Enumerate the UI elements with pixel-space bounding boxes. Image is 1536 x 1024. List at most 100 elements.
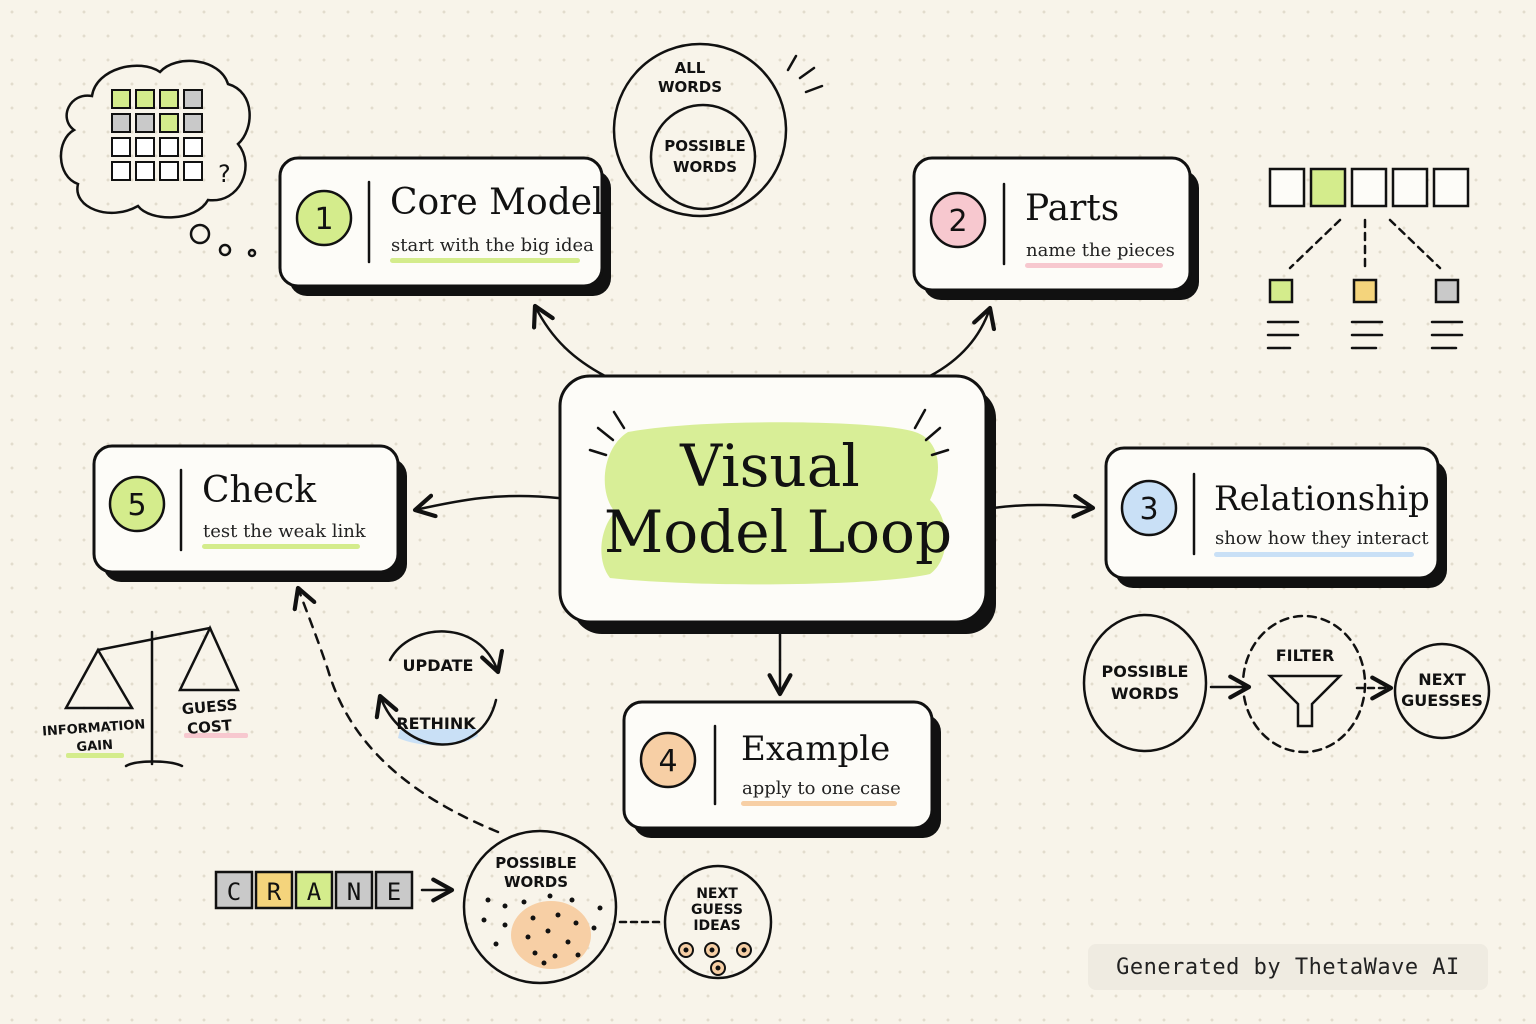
next-label-1: NEXT xyxy=(696,886,738,902)
grid-cell xyxy=(111,161,131,181)
step-number: 3 xyxy=(1139,492,1158,527)
grid-cell xyxy=(135,137,155,157)
next-label-3: IDEAS xyxy=(693,918,740,934)
grid-cell xyxy=(135,89,155,109)
venn-outer-label-1: ALL xyxy=(675,59,706,77)
thought-bubble: ? xyxy=(59,59,257,258)
cycle-top-label: UPDATE xyxy=(403,656,474,675)
pool-label-2: WORDS xyxy=(504,873,568,891)
parts-tree xyxy=(1266,167,1470,350)
step-number: 4 xyxy=(658,744,677,779)
cycle-highlight xyxy=(398,728,478,746)
step-subtitle: name the pieces xyxy=(1026,240,1175,261)
word-grid xyxy=(111,89,203,181)
step-title: Check xyxy=(202,470,317,511)
scale-left-label-2: GAIN xyxy=(76,738,113,756)
scale-right-label-1: GUESS xyxy=(181,696,238,719)
letter-tile xyxy=(254,870,294,910)
parts-square-row xyxy=(1268,167,1470,208)
balance-scale: INFORMATION GAIN GUESS COST xyxy=(42,625,248,768)
update-rethink-cycle: UPDATE RETHINK xyxy=(374,630,505,746)
part-square xyxy=(1350,167,1388,208)
step-subtitle: start with the big idea xyxy=(391,235,594,256)
arrow-to-core-model xyxy=(531,303,607,378)
grid-cell xyxy=(159,161,179,181)
step-badge xyxy=(108,475,166,533)
filter-label: FILTER xyxy=(1276,646,1335,665)
grid-cell xyxy=(111,113,131,133)
letter-tile xyxy=(374,870,414,910)
highlight-brush xyxy=(601,422,946,585)
tile-letter: C xyxy=(227,878,241,906)
grid-cell xyxy=(183,113,203,133)
question-mark: ? xyxy=(218,160,231,188)
step-number: 5 xyxy=(127,488,146,523)
gain-highlight xyxy=(66,753,124,758)
step-title: Core Model xyxy=(390,182,604,223)
next-label-2: GUESS xyxy=(691,902,743,918)
step-number: 2 xyxy=(948,204,967,239)
scale-left-label-1: INFORMATION xyxy=(42,717,146,739)
next-guesses-circle xyxy=(1393,642,1491,740)
venn-inner-label-2: WORDS xyxy=(673,158,737,176)
step-card-check: 5 Check test the weak link xyxy=(92,444,407,582)
subtitle-underline xyxy=(741,801,897,806)
subtitle-underline xyxy=(1025,263,1163,268)
step-subtitle: show how they interact xyxy=(1215,528,1429,549)
center-card: Visual Model Loop xyxy=(558,374,996,634)
grid-cell xyxy=(135,161,155,181)
grid-cell xyxy=(159,113,179,133)
flow-input-label-1: POSSIBLE xyxy=(1102,662,1189,681)
step-card-core-model: 1 Core Model start with the big idea xyxy=(278,156,611,296)
part-box-green xyxy=(1268,278,1294,304)
venn-inner-label-1: POSSIBLE xyxy=(664,137,746,155)
venn-outer-label-2: WORDS xyxy=(658,78,722,96)
flow-input-label-2: WORDS xyxy=(1111,684,1179,703)
arrow-to-parts xyxy=(928,305,997,378)
letter-tile xyxy=(334,870,374,910)
venn-diagram: ALL WORDS POSSIBLE WORDS xyxy=(612,42,824,218)
step-badge xyxy=(929,191,987,249)
grid-cell xyxy=(135,113,155,133)
tile-letter: N xyxy=(347,878,361,906)
filter-flow: POSSIBLE WORDS FILTER NEXT GUESSES xyxy=(1082,613,1491,754)
grid-cell xyxy=(111,137,131,157)
part-square xyxy=(1268,167,1306,208)
grid-cell xyxy=(111,89,131,109)
part-square xyxy=(1432,167,1470,208)
grid-cell xyxy=(183,137,203,157)
grid-cell xyxy=(183,89,203,109)
step-card-parts: 2 Parts name the pieces xyxy=(912,156,1199,300)
pool-dots xyxy=(481,893,603,966)
tile-letter: R xyxy=(267,878,282,906)
cycle-bottom-label: RETHINK xyxy=(396,714,476,733)
pool-blob xyxy=(511,901,591,969)
letter-tile xyxy=(294,870,334,910)
step-subtitle: apply to one case xyxy=(742,778,901,799)
tile-letter: A xyxy=(307,878,322,906)
connectors xyxy=(292,303,1096,834)
part-box-gray xyxy=(1434,278,1460,304)
arrow-to-check xyxy=(412,493,560,519)
step-card-relationship: 3 Relationship show how they interact xyxy=(1104,446,1447,588)
flow-output-label-2: GUESSES xyxy=(1401,691,1483,710)
step-title: Parts xyxy=(1025,188,1119,229)
part-square xyxy=(1309,167,1347,208)
tile-letter: E xyxy=(387,878,401,906)
grid-cell xyxy=(159,137,179,157)
step-subtitle: test the weak link xyxy=(203,521,367,542)
dashed-arrow-to-check xyxy=(292,585,500,834)
grid-cell xyxy=(183,161,203,181)
step-badge xyxy=(295,189,353,247)
step-title: Example xyxy=(741,729,890,769)
spark-lines-right xyxy=(913,408,950,457)
step-badge xyxy=(639,731,697,789)
step-title: Relationship xyxy=(1214,479,1430,519)
cost-highlight xyxy=(184,733,248,738)
arrow-to-relationship xyxy=(991,493,1096,519)
spark-lines-left xyxy=(588,410,626,457)
part-square xyxy=(1391,167,1429,208)
